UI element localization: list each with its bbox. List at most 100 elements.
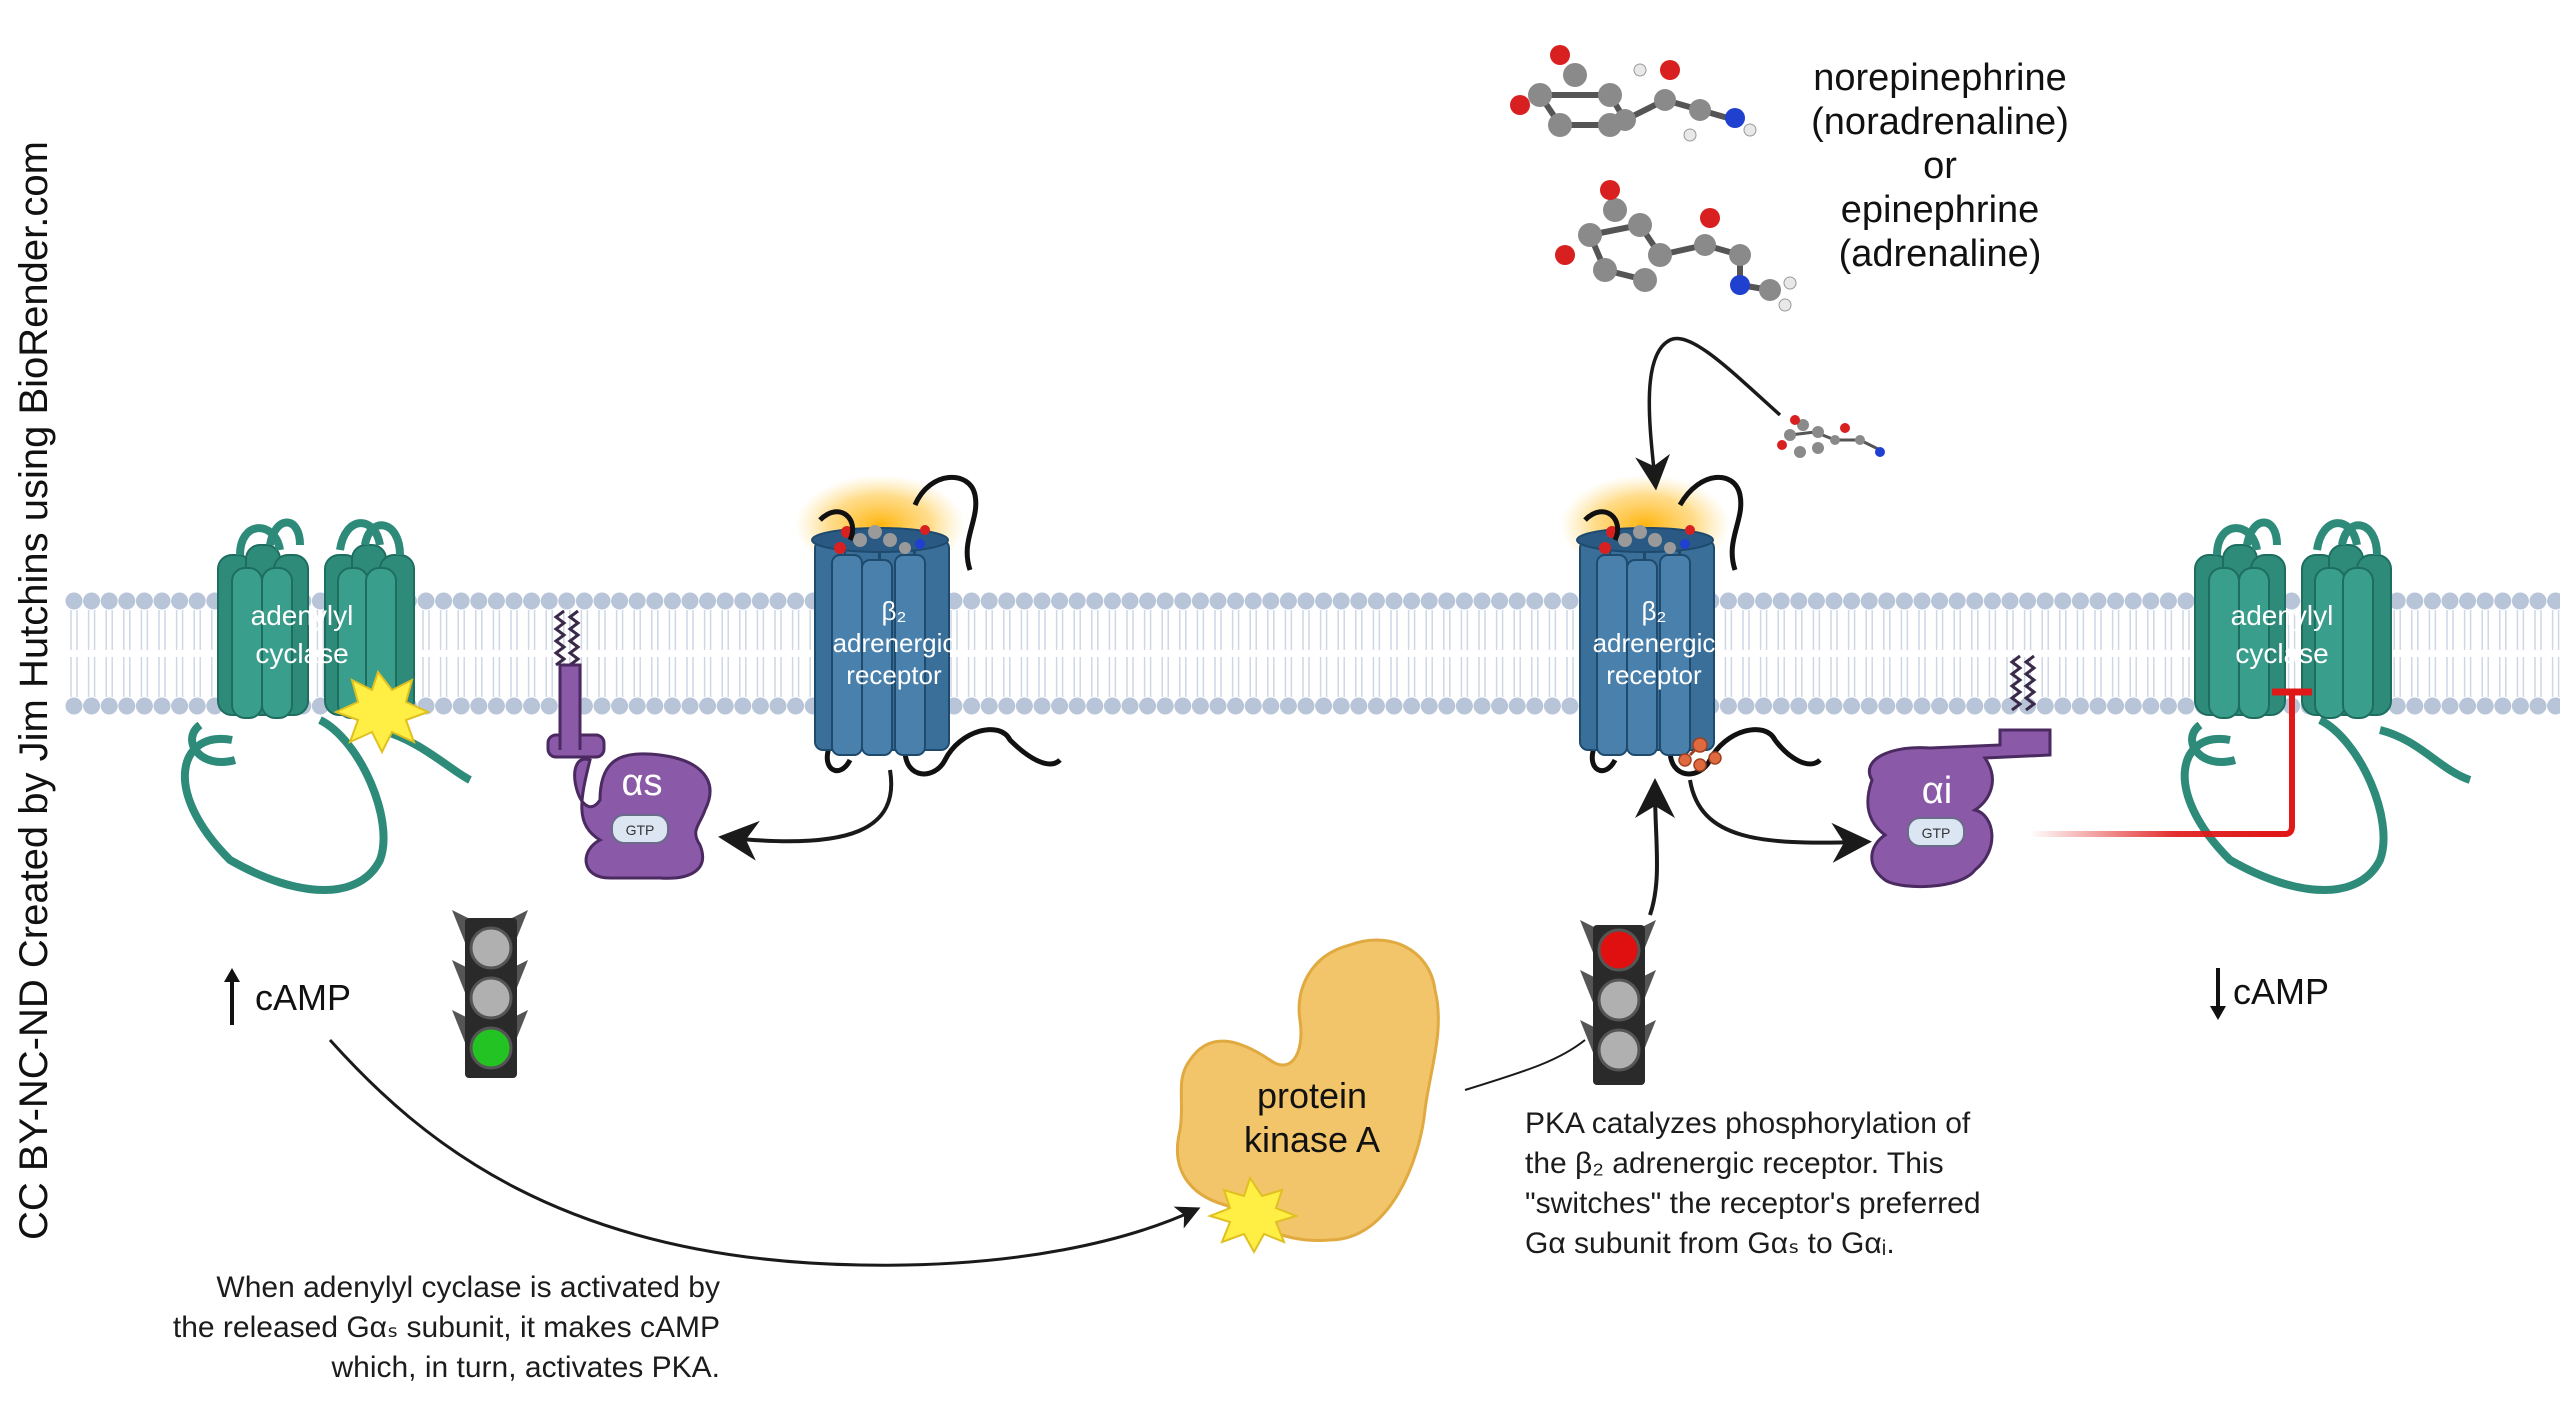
lipid-tail: [1795, 610, 1803, 697]
lipid-tail: [2076, 610, 2085, 697]
lipid-head: [751, 592, 769, 610]
lipid-tail: [1407, 610, 1416, 697]
lipid-head: [1227, 592, 1245, 610]
lipid-head: [1913, 592, 1931, 610]
membrane-heads-top: [65, 592, 2560, 610]
lipid-head: [1755, 697, 1773, 715]
lipid-head: [1526, 697, 1544, 715]
lipid-head: [1843, 697, 1861, 715]
lipid-head: [2547, 592, 2560, 610]
lipid-head: [1755, 592, 1773, 610]
lipid-tail: [1830, 610, 1838, 697]
protein-kinase-a: protein kinase A: [1175, 938, 1440, 1255]
lipid-head: [1297, 697, 1315, 715]
lipid-head: [1931, 592, 1949, 610]
bound-ligand-left-icon: [834, 525, 930, 554]
lipid-tail: [1548, 610, 1557, 697]
cyclase-right-label-1: adenylyl: [2231, 600, 2334, 631]
lipid-head: [1420, 592, 1438, 610]
lipid-head: [188, 697, 206, 715]
caption-left: When adenylyl cyclase is activated by th…: [120, 1268, 720, 1388]
lipid-head: [83, 592, 101, 610]
lipid-head: [980, 697, 998, 715]
lipid-head: [2494, 697, 2512, 715]
arrow-ligand-to-receptor: [1635, 336, 1782, 491]
lipid-head: [1878, 592, 1896, 610]
lipid-tail: [1161, 610, 1169, 697]
lipid-tail: [158, 610, 166, 697]
lipid-tail: [2516, 610, 2525, 697]
lipid-head: [1561, 592, 1579, 610]
lipid-tail: [598, 610, 606, 697]
lipid-head: [1227, 697, 1245, 715]
adenylyl-cyclase-right: adenylyl cyclase: [2180, 518, 2472, 894]
lipid-head: [2511, 697, 2529, 715]
lipid-head: [171, 697, 189, 715]
lipid-tail: [1020, 610, 1029, 697]
lipid-head: [611, 697, 629, 715]
lipid-tail: [1971, 610, 1979, 697]
receptor-left-label-1: β₂: [881, 596, 906, 626]
camp-up-arrow-icon: [224, 968, 240, 1025]
lipid-tail: [1742, 610, 1750, 697]
lipid-head: [505, 697, 523, 715]
lipid-head: [2089, 592, 2107, 610]
pka-label-2: kinase A: [1244, 1119, 1380, 1160]
lipid-tail: [140, 610, 149, 697]
lipid-tail: [1126, 610, 1134, 697]
lipid-tail: [1055, 610, 1064, 697]
lipid-head: [1561, 697, 1579, 715]
lipid-tail: [1478, 610, 1486, 697]
lipid-head: [980, 592, 998, 610]
lipid-head: [681, 697, 699, 715]
lipid-head: [1332, 697, 1350, 715]
lipid-head: [787, 592, 805, 610]
lipid-head: [540, 697, 558, 715]
camp-up-label: cAMP: [255, 977, 351, 1018]
lipid-tail: [105, 610, 113, 697]
lipid-head: [2159, 697, 2177, 715]
lipid-head: [435, 592, 453, 610]
lipid-tail: [2147, 610, 2155, 697]
lipid-head: [1174, 697, 1192, 715]
lipid-tail: [668, 610, 677, 697]
lipid-tail: [510, 610, 518, 697]
lipid-tail: [2551, 610, 2560, 697]
lipid-head: [1156, 592, 1174, 610]
lipid-tail: [1249, 610, 1257, 697]
lipid-head: [523, 697, 541, 715]
lipid-tail: [87, 610, 96, 697]
lipid-head: [2511, 592, 2529, 610]
lipid-head: [1772, 697, 1790, 715]
lipid-tail: [791, 610, 800, 697]
lipid-head: [1878, 697, 1896, 715]
lipid-tail: [422, 610, 430, 697]
lipid-tail: [193, 610, 201, 697]
lipid-tail: [1531, 610, 1539, 697]
lipid-tail: [1214, 610, 1222, 697]
lipid-tail: [2059, 610, 2067, 697]
lipid-head: [628, 697, 646, 715]
lipid-tail: [774, 610, 782, 697]
lipid-head: [1790, 592, 1808, 610]
receptor-right-label-3: receptor: [1606, 660, 1702, 690]
lipid-head: [540, 592, 558, 610]
cyclase-left-label-2: cyclase: [255, 638, 348, 669]
lipid-head: [452, 592, 470, 610]
lipid-tail: [950, 610, 958, 697]
g-alpha-i-symbol: αi: [1922, 770, 1952, 812]
small-ligand-molecule-icon: [1777, 415, 1885, 458]
lipid-head: [2476, 592, 2494, 610]
lipid-tail: [1900, 610, 1909, 697]
g-alpha-s-symbol: αs: [622, 762, 663, 804]
lipid-head: [171, 592, 189, 610]
lipid-head: [2529, 592, 2547, 610]
lipid-head: [1807, 697, 1825, 715]
lipid-head: [1315, 697, 1333, 715]
lipid-head: [135, 592, 153, 610]
lipid-head: [2124, 697, 2142, 715]
lipid-head: [2071, 697, 2089, 715]
lipid-tail: [1918, 610, 1926, 697]
lipid-tail: [2023, 610, 2032, 697]
lipid-tail: [1302, 610, 1310, 697]
